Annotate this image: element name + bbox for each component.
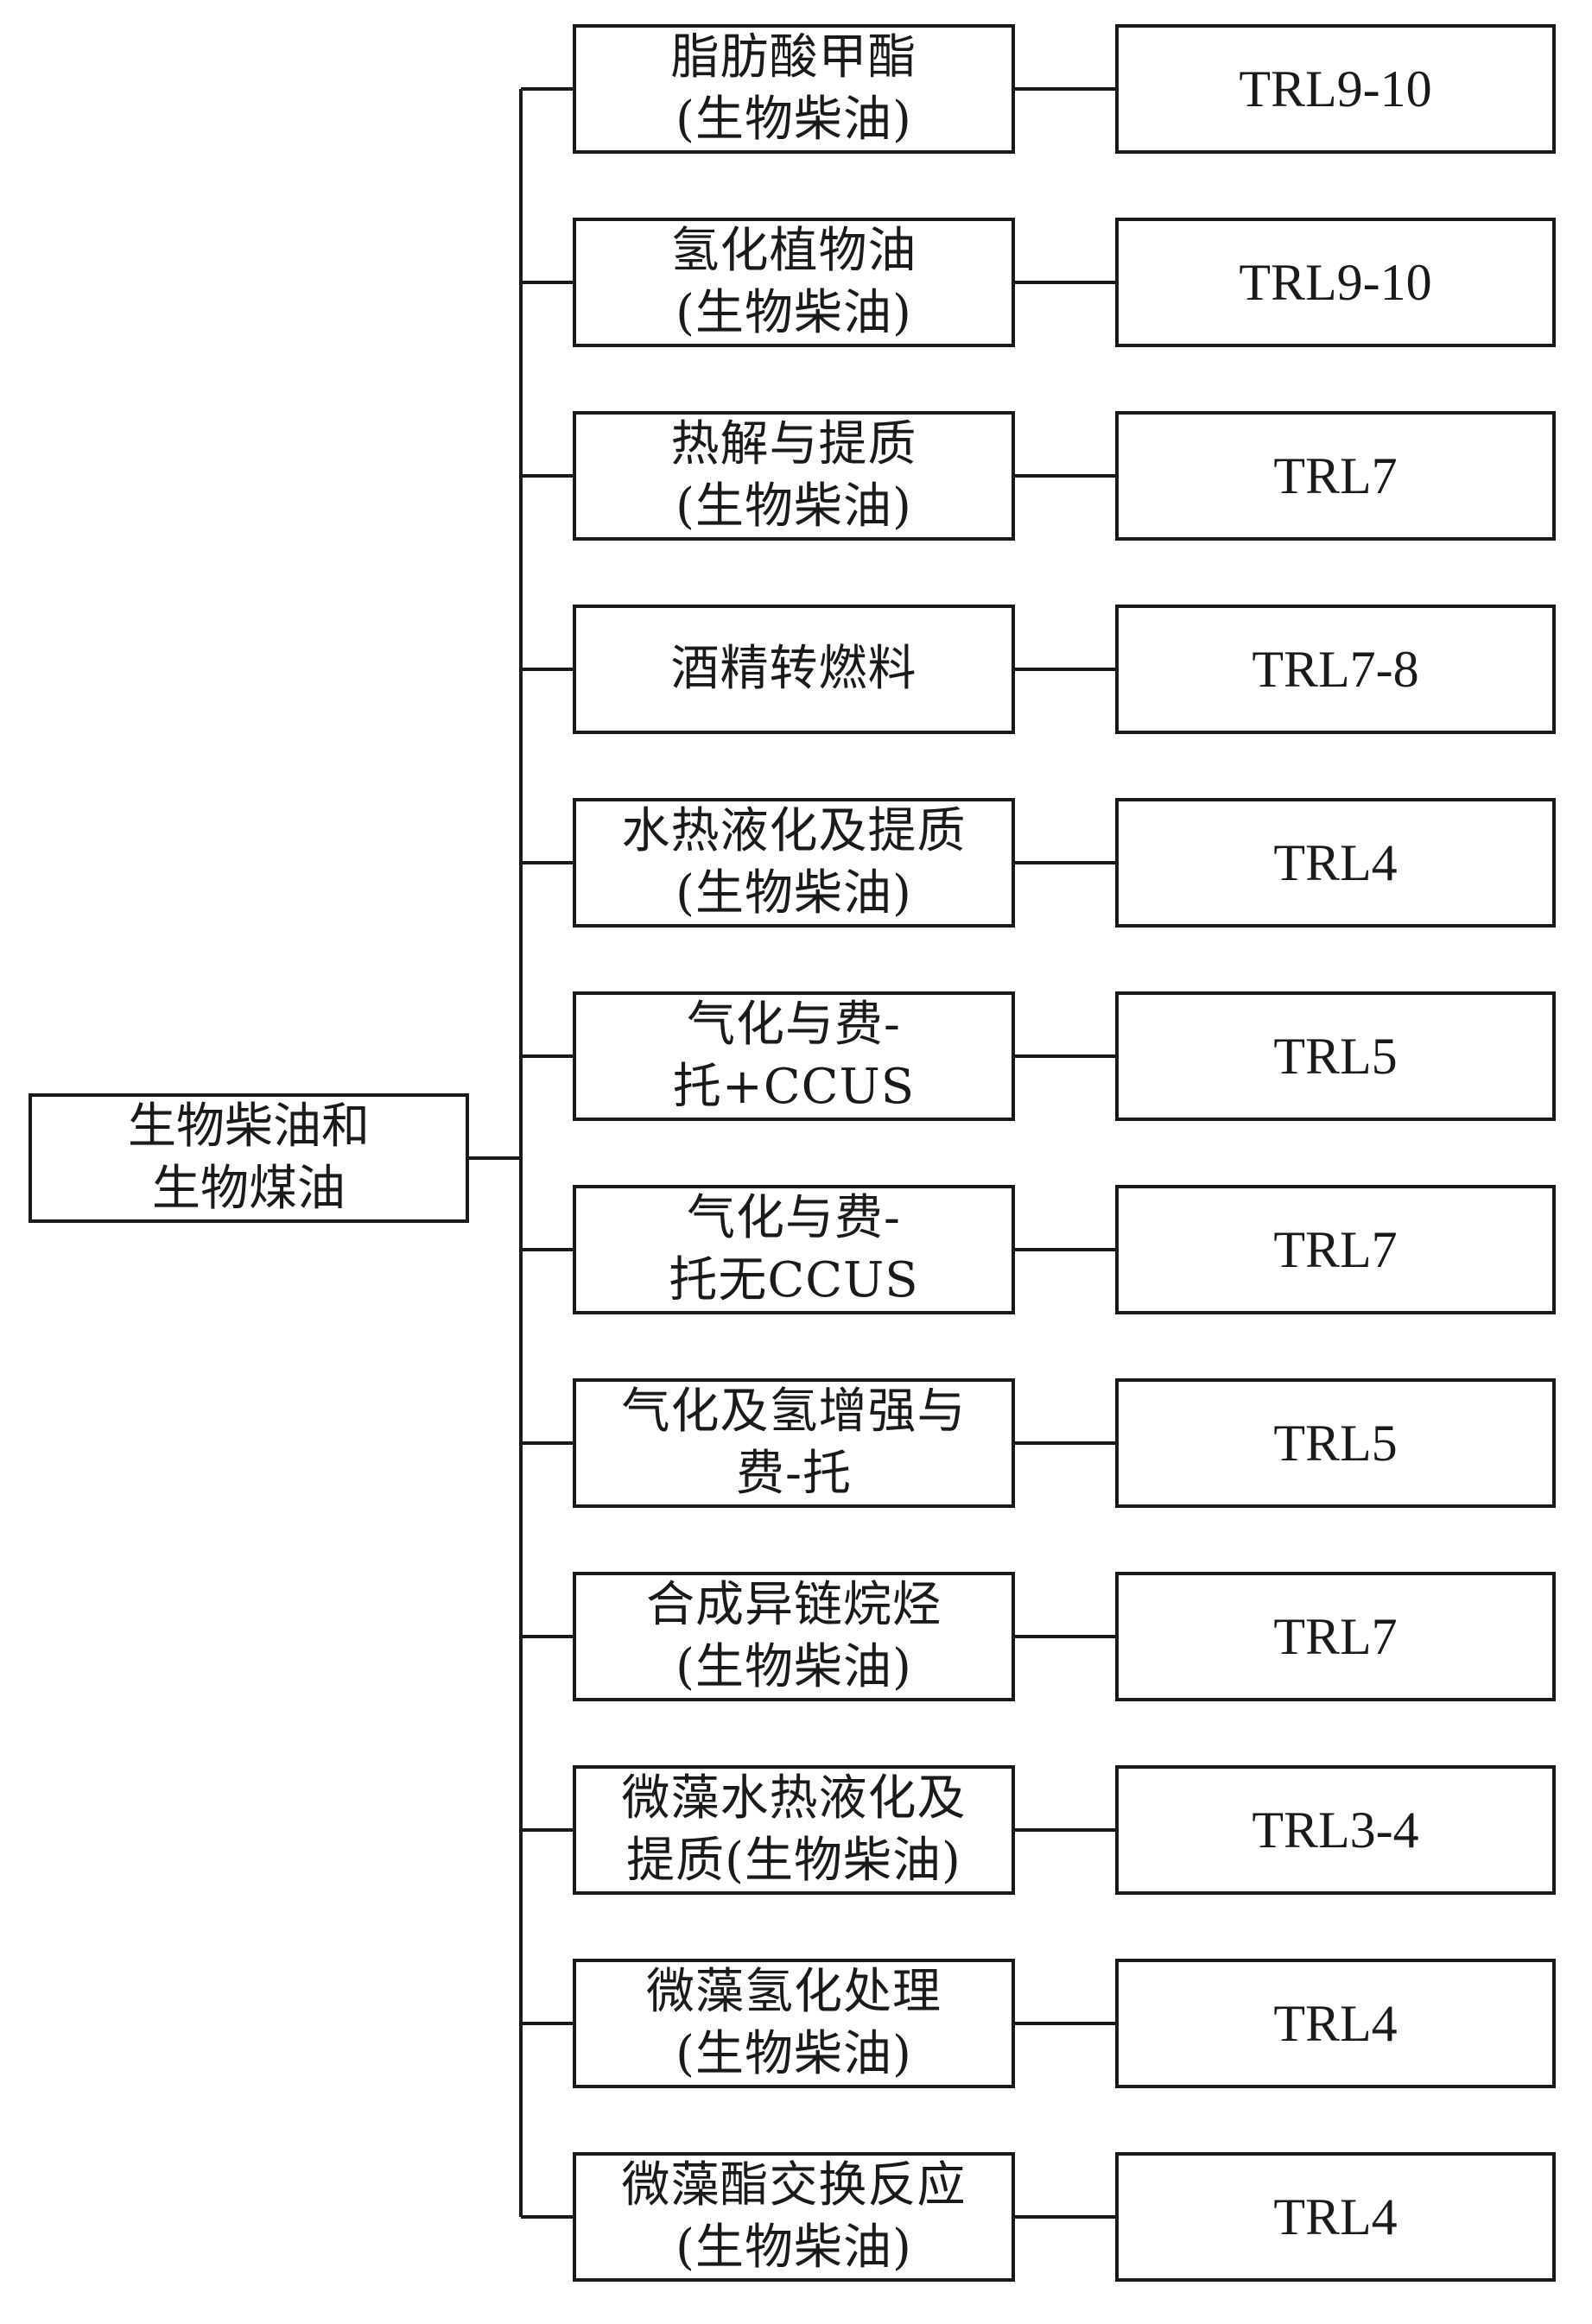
pathway-name-line1: 微藻氢化处理 <box>646 1964 942 2020</box>
pathway-node-12: 微藻酯交换反应 (生物柴油) <box>573 2152 1015 2282</box>
pathway-node-10: 微藻水热液化及 提质(生物柴油) <box>573 1765 1015 1895</box>
trl-node-1: TRL9-10 <box>1115 24 1556 154</box>
pathway-node-9: 合成异链烷烃 (生物柴油) <box>573 1572 1015 1701</box>
pathway-name-line2: (生物柴油) <box>675 285 912 341</box>
pathway-name-line2: (生物柴油) <box>675 92 912 148</box>
pathway-node-3: 热解与提质 (生物柴油) <box>573 411 1015 541</box>
root-node: 生物柴油和 生物煤油 <box>29 1093 469 1223</box>
pathway-name-line2: (生物柴油) <box>675 1639 912 1695</box>
pathway-name-line1: 气化与费- <box>687 997 901 1053</box>
pathway-node-1: 脂肪酸甲酯 (生物柴油) <box>573 24 1015 154</box>
pathway-node-2: 氢化植物油 (生物柴油) <box>573 218 1015 347</box>
pathway-name-line1: 氢化植物油 <box>670 223 917 279</box>
trl-label: TRL7 <box>1273 1221 1398 1278</box>
trl-label: TRL7-8 <box>1252 641 1419 698</box>
root-node-line1: 生物柴油和 <box>128 1099 370 1155</box>
trl-node-6: TRL5 <box>1115 991 1556 1121</box>
trl-label: TRL7 <box>1273 447 1398 504</box>
pathway-name-line2: 托+CCUS <box>672 1059 916 1115</box>
trl-node-8: TRL5 <box>1115 1378 1556 1508</box>
pathway-name-line2: (生物柴油) <box>675 2026 912 2082</box>
pathway-name-line1: 热解与提质 <box>670 416 917 472</box>
root-node-line2: 生物煤油 <box>152 1161 346 1217</box>
trl-node-5: TRL4 <box>1115 798 1556 928</box>
trl-node-10: TRL3-4 <box>1115 1765 1556 1895</box>
trl-label: TRL7 <box>1273 1608 1398 1665</box>
pathway-node-8: 气化及氢增强与 费-托 <box>573 1378 1015 1508</box>
pathway-name-line1: 微藻水热液化及 <box>621 1770 967 1827</box>
pathway-node-11: 微藻氢化处理 (生物柴油) <box>573 1959 1015 2088</box>
trl-node-12: TRL4 <box>1115 2152 1556 2282</box>
pathway-name-line2: 托无CCUS <box>669 1252 919 1308</box>
pathway-name-line2: (生物柴油) <box>675 478 912 535</box>
trl-label: TRL4 <box>1273 1995 1398 2052</box>
trl-label: TRL4 <box>1273 834 1398 891</box>
trl-label: TRL4 <box>1273 2188 1398 2245</box>
trl-node-9: TRL7 <box>1115 1572 1556 1701</box>
pathway-name-line1: 气化及氢增强与 <box>621 1384 967 1440</box>
trl-node-3: TRL7 <box>1115 411 1556 541</box>
pathway-name-line1: 合成异链烷烃 <box>646 1577 942 1633</box>
pathway-node-5: 水热液化及提质 (生物柴油) <box>573 798 1015 928</box>
trl-label: TRL3-4 <box>1252 1802 1419 1859</box>
pathway-node-4: 酒精转燃料 <box>573 605 1015 734</box>
pathway-name-line1: 酒精转燃料 <box>670 641 917 697</box>
trl-node-7: TRL7 <box>1115 1185 1556 1314</box>
pathway-name-line1: 微藻酯交换反应 <box>621 2157 967 2213</box>
trl-node-2: TRL9-10 <box>1115 218 1556 347</box>
trl-label: TRL5 <box>1273 1028 1398 1085</box>
pathway-name-line1: 水热液化及提质 <box>621 803 967 859</box>
pathway-name-line1: 气化与费- <box>687 1190 901 1246</box>
trl-label: TRL5 <box>1273 1415 1398 1472</box>
pathway-node-7: 气化与费- 托无CCUS <box>573 1185 1015 1314</box>
pathway-name-line1: 脂肪酸甲酯 <box>670 29 917 85</box>
pathway-name-line2: (生物柴油) <box>675 865 912 921</box>
trl-label: TRL9-10 <box>1239 254 1432 311</box>
pathway-name-line2: (生物柴油) <box>675 2220 912 2276</box>
trl-label: TRL9-10 <box>1239 60 1432 117</box>
pathway-name-line2: 费-托 <box>736 1446 852 1502</box>
pathway-node-6: 气化与费- 托+CCUS <box>573 991 1015 1121</box>
trl-node-4: TRL7-8 <box>1115 605 1556 734</box>
pathway-name-line2: 提质(生物柴油) <box>626 1833 961 1889</box>
trl-node-11: TRL4 <box>1115 1959 1556 2088</box>
